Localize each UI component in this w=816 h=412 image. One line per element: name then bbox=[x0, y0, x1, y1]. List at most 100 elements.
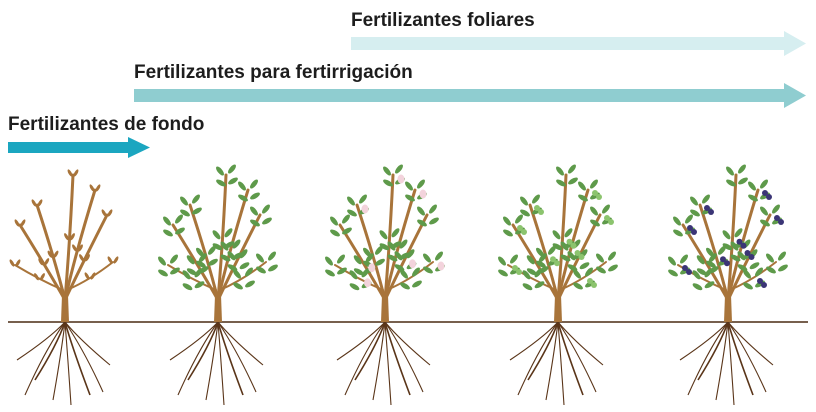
leaf bbox=[749, 262, 760, 270]
fruit bbox=[682, 265, 688, 271]
leaf bbox=[406, 249, 415, 259]
leaf bbox=[722, 230, 731, 240]
fruit bbox=[587, 278, 593, 284]
root bbox=[727, 321, 754, 396]
leaf bbox=[730, 254, 741, 262]
root bbox=[509, 321, 559, 361]
branch bbox=[188, 203, 220, 302]
leaf bbox=[708, 253, 717, 263]
leaf bbox=[330, 229, 340, 237]
leaf bbox=[696, 268, 707, 276]
fruit bbox=[608, 219, 614, 225]
leaf bbox=[238, 194, 248, 202]
root bbox=[64, 321, 104, 393]
leaf bbox=[361, 268, 370, 278]
fruit bbox=[778, 219, 784, 225]
leaf bbox=[423, 266, 433, 274]
bud bbox=[64, 233, 69, 241]
leaf bbox=[748, 194, 758, 202]
bud bbox=[101, 209, 107, 217]
bud bbox=[15, 259, 21, 267]
bud bbox=[53, 250, 59, 258]
leaf bbox=[668, 256, 676, 266]
bud bbox=[37, 199, 43, 207]
bud bbox=[84, 272, 90, 280]
leaf bbox=[766, 266, 776, 274]
leaf bbox=[556, 166, 564, 176]
foliar-arrow-shaft bbox=[351, 37, 786, 50]
leaf bbox=[325, 256, 333, 266]
fruit bbox=[574, 250, 581, 256]
leaf bbox=[250, 192, 260, 200]
leaf bbox=[702, 194, 710, 204]
leaf bbox=[522, 270, 531, 280]
fruit bbox=[550, 256, 556, 263]
fruit bbox=[744, 250, 751, 256]
leaf bbox=[526, 255, 535, 265]
base-fertilizer-label: Fertilizantes de fondo bbox=[8, 114, 205, 135]
leaf bbox=[359, 194, 367, 204]
leaf bbox=[227, 251, 236, 261]
fruit bbox=[720, 256, 726, 263]
trunk bbox=[724, 295, 732, 322]
leaf bbox=[536, 247, 544, 257]
leaf bbox=[755, 267, 763, 277]
bud bbox=[38, 258, 44, 266]
leaf bbox=[163, 216, 171, 226]
foliar-fertilizer-label: Fertilizantes foliares bbox=[351, 10, 535, 31]
leaf bbox=[256, 253, 264, 263]
fruit bbox=[704, 205, 710, 211]
leaf bbox=[515, 214, 523, 224]
trunk bbox=[381, 295, 389, 322]
trunk bbox=[554, 295, 562, 322]
branch bbox=[14, 264, 64, 291]
bud bbox=[20, 219, 26, 227]
branch bbox=[355, 203, 387, 302]
leaf bbox=[239, 262, 250, 270]
plant-budbreak bbox=[158, 164, 278, 406]
leaf bbox=[526, 268, 537, 276]
root bbox=[217, 321, 225, 406]
fruit bbox=[774, 215, 780, 221]
fruit bbox=[736, 238, 743, 245]
leaf bbox=[417, 179, 425, 189]
leaf bbox=[250, 219, 260, 227]
fruit bbox=[516, 269, 522, 275]
leaf bbox=[560, 254, 571, 262]
root bbox=[517, 321, 559, 396]
foliar-arrow-head bbox=[784, 31, 806, 56]
fruit bbox=[578, 254, 585, 260]
leaf bbox=[256, 266, 266, 274]
root bbox=[217, 321, 244, 396]
leaf bbox=[228, 164, 236, 174]
leaf bbox=[383, 179, 393, 187]
fruit bbox=[591, 282, 597, 288]
leaf bbox=[429, 217, 439, 225]
fruit bbox=[691, 229, 697, 235]
leaf bbox=[743, 282, 753, 290]
leaf bbox=[573, 269, 581, 279]
root bbox=[187, 321, 219, 381]
fruit bbox=[757, 278, 763, 284]
root bbox=[727, 321, 767, 393]
fruit bbox=[538, 209, 544, 215]
fruit bbox=[686, 269, 692, 275]
leaf bbox=[718, 245, 726, 255]
leaf bbox=[238, 181, 246, 191]
fruit bbox=[570, 242, 577, 249]
leaf bbox=[692, 270, 701, 280]
leaf bbox=[560, 241, 569, 251]
leaf bbox=[766, 253, 774, 263]
bud bbox=[40, 273, 45, 281]
leaf bbox=[245, 267, 253, 277]
leaf bbox=[186, 255, 195, 265]
leaf bbox=[722, 243, 733, 251]
leaf bbox=[192, 194, 200, 204]
leaf bbox=[233, 269, 241, 279]
leaf bbox=[353, 268, 364, 276]
flower bbox=[364, 278, 371, 288]
root bbox=[64, 321, 72, 406]
leaf bbox=[680, 254, 688, 264]
